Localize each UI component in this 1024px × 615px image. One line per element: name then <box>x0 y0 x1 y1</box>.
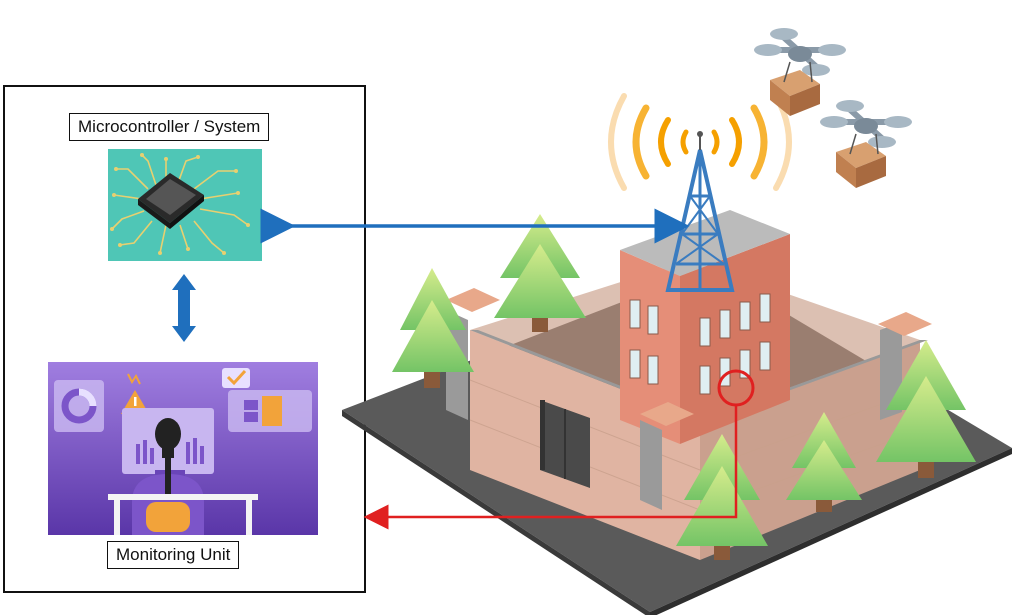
operator-monitor-icon <box>48 362 318 535</box>
signal-waves-icon <box>608 93 792 191</box>
delivery-drone-icon <box>754 28 846 116</box>
microcontroller-label: Microcontroller / System <box>69 113 270 141</box>
delivery-drone-icon <box>820 100 912 188</box>
sensor-to-monitor-arrow <box>363 405 738 530</box>
microcontroller-chip-icon <box>108 149 262 261</box>
monitoring-unit-label: Monitoring Unit <box>107 541 240 569</box>
system-to-monitor-arrow <box>172 274 196 342</box>
tree-icon <box>392 214 976 560</box>
